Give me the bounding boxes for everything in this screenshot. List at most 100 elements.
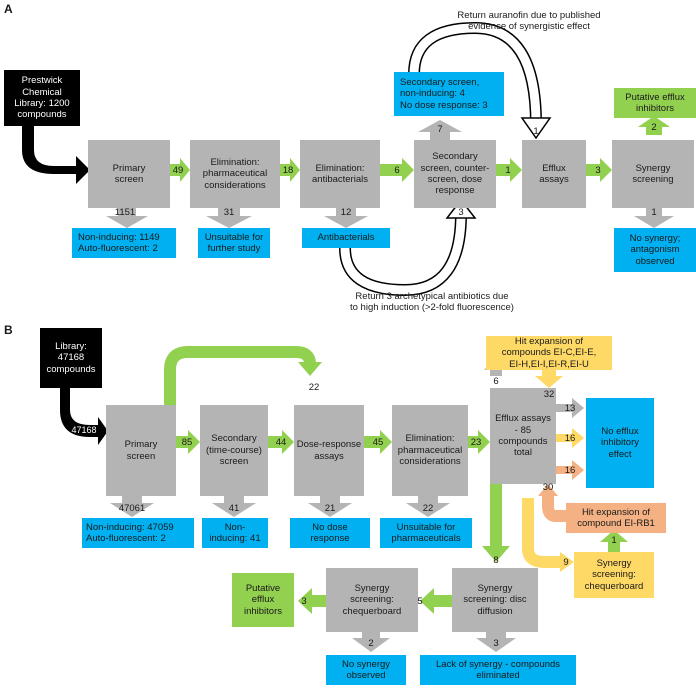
b-skip-head bbox=[298, 362, 322, 376]
b-down-count-3: 21 bbox=[324, 503, 336, 514]
b-down-arrow-2 bbox=[212, 496, 256, 517]
a-outcome-primary: Non-inducing: 1149 Auto-fluorescent: 2 bbox=[72, 228, 176, 258]
b-library-arrow bbox=[60, 384, 108, 445]
a-step-pharma: Elimination: pharmaceutical consideratio… bbox=[190, 140, 280, 208]
a-down-count-3: 12 bbox=[340, 207, 352, 218]
a-step-primary: Primary screen bbox=[88, 140, 170, 208]
b-skip-count: 22 bbox=[308, 382, 320, 393]
a-library-arrow bbox=[22, 122, 90, 184]
b-chequer-yellow-count: 9 bbox=[563, 557, 569, 568]
b-library-count: 47168 bbox=[71, 425, 97, 435]
a-return-bottom-head bbox=[445, 198, 477, 219]
b-chequer-grey-outcome: No synergy observed bbox=[326, 655, 406, 685]
a-step-antibacterials: Elimination: antibacterials bbox=[300, 140, 380, 208]
b-disc-left-count: 5 bbox=[417, 596, 423, 607]
b-no-efflux-count-3: 16 bbox=[564, 465, 576, 476]
b-chequer-grey: Synergy screening: chequerboard bbox=[326, 568, 418, 632]
b-hit-top-arrow-down bbox=[535, 370, 563, 388]
a-forward-count-2: 18 bbox=[282, 165, 294, 176]
b-hit-bottom-head bbox=[538, 484, 558, 496]
a-forward-count-3: 6 bbox=[394, 165, 400, 176]
a-return-bottom-note: Return 3 archetypical antibiotics due to… bbox=[350, 291, 514, 313]
b-skip-loop bbox=[164, 346, 316, 405]
b-hit-top-count-up: 6 bbox=[493, 376, 499, 387]
b-forward-count-2: 44 bbox=[275, 437, 287, 448]
b-disc-box: Synergy screening: disc diffusion bbox=[452, 568, 538, 632]
panel-label-a: A bbox=[4, 2, 13, 16]
a-step-synergy: Synergy screening bbox=[612, 140, 694, 208]
a-secondary-up-count: 7 bbox=[437, 124, 443, 135]
b-down-count-1: 47061 bbox=[118, 503, 146, 514]
b-outcome-secondary: Non- inducing: 41 bbox=[202, 518, 268, 548]
a-return-bottom-count: 3 bbox=[458, 207, 464, 218]
b-forward-arrow-4 bbox=[468, 430, 490, 454]
b-chequer-yellow: Synergy screening: chequerboard bbox=[574, 552, 654, 598]
a-down-count-2: 31 bbox=[223, 207, 235, 218]
b-no-efflux-count-2: 16 bbox=[564, 433, 576, 444]
b-hit-bottom-count: 30 bbox=[542, 482, 554, 493]
b-forward-count-4: 23 bbox=[470, 437, 482, 448]
a-outcome-antibacterials: Antibacterials bbox=[302, 228, 390, 248]
a-forward-count-5: 3 bbox=[595, 165, 601, 176]
b-yellow-loop bbox=[522, 498, 562, 568]
a-down-arrow-1 bbox=[106, 208, 148, 228]
b-forward-arrow-2 bbox=[268, 430, 294, 454]
b-chequer-grey-down-count: 2 bbox=[368, 638, 374, 649]
a-down-count-1: 1151 bbox=[114, 207, 136, 218]
a-return-top-note: Return auranofin due to published eviden… bbox=[457, 10, 601, 32]
b-hit-expansion-bottom: Hit expansion of compound EI-RB1 bbox=[566, 503, 666, 533]
a-forward-arrow-2 bbox=[280, 158, 300, 182]
a-down-arrow-3 bbox=[324, 208, 368, 228]
b-disc-down bbox=[476, 632, 516, 652]
a-forward-arrow-1 bbox=[170, 158, 190, 182]
b-step-pharma: Elimination: pharmaceutical consideratio… bbox=[392, 405, 468, 496]
b-hit-expansion-top: Hit expansion of compounds EI-C,EI-E, EI… bbox=[486, 336, 612, 370]
b-down-count-4: 22 bbox=[422, 503, 434, 514]
b-efflux-down bbox=[482, 482, 510, 562]
a-down-arrow-2 bbox=[206, 208, 252, 228]
a-step-efflux: Efflux assays bbox=[522, 140, 586, 208]
a-return-top-count: 1 bbox=[533, 126, 539, 137]
b-forward-arrow-3 bbox=[364, 430, 392, 454]
b-no-efflux-arrow-3 bbox=[556, 460, 584, 480]
b-yellow-head bbox=[560, 552, 574, 572]
a-down-arrow-4 bbox=[634, 208, 674, 228]
b-down-count-2: 41 bbox=[228, 503, 240, 514]
b-efflux-down-count: 8 bbox=[493, 555, 499, 566]
b-step-secondary: Secondary (time-course) screen bbox=[200, 405, 268, 496]
panel-label-b: B bbox=[4, 323, 13, 337]
b-down-arrow-1 bbox=[110, 496, 154, 517]
b-outcome-dose: No dose response bbox=[290, 518, 370, 548]
b-chequer-grey-down bbox=[352, 632, 390, 652]
a-return-top-head bbox=[520, 117, 552, 140]
b-down-arrow-3 bbox=[308, 496, 352, 517]
b-forward-arrow-1 bbox=[176, 430, 200, 454]
a-forward-arrow-3 bbox=[380, 158, 414, 182]
a-synergy-up-count: 2 bbox=[651, 122, 657, 133]
b-no-efflux-box: No efflux inhibitory effect bbox=[586, 398, 654, 488]
a-forward-arrow-4 bbox=[496, 158, 522, 182]
b-no-efflux-count-1: 13 bbox=[564, 403, 576, 414]
b-putative-box: Putative efflux inhibitors bbox=[232, 573, 294, 627]
b-chequer-up bbox=[600, 530, 628, 552]
a-up-arrow-synergy bbox=[638, 116, 670, 135]
b-disc-down-count: 3 bbox=[493, 638, 499, 649]
b-step-efflux: Efflux assays - 85 compounds total bbox=[490, 388, 556, 484]
b-no-efflux-arrow-2 bbox=[556, 428, 584, 448]
b-chequer-grey-left bbox=[298, 588, 326, 614]
b-disc-left bbox=[420, 588, 452, 614]
b-outcome-pharma: Unsuitable for pharmaceuticals bbox=[380, 518, 472, 548]
a-secondary-outcome: Secondary screen, non-inducing: 4 No dos… bbox=[394, 72, 504, 116]
a-step-secondary: Secondary screen, counter- screen, dose … bbox=[414, 140, 496, 208]
b-step-primary: Primary screen bbox=[106, 405, 176, 496]
a-forward-count-4: 1 bbox=[505, 165, 511, 176]
b-chequer-grey-left-count: 3 bbox=[301, 596, 307, 607]
a-up-arrow-secondary bbox=[418, 120, 462, 140]
a-outcome-pharma: Unsuitable for further study bbox=[198, 228, 270, 258]
a-forward-count-1: 49 bbox=[172, 165, 184, 176]
a-putative-box: Putative efflux inhibitors bbox=[614, 88, 696, 118]
b-forward-count-1: 85 bbox=[181, 437, 193, 448]
b-no-efflux-arrow-1 bbox=[556, 398, 584, 418]
